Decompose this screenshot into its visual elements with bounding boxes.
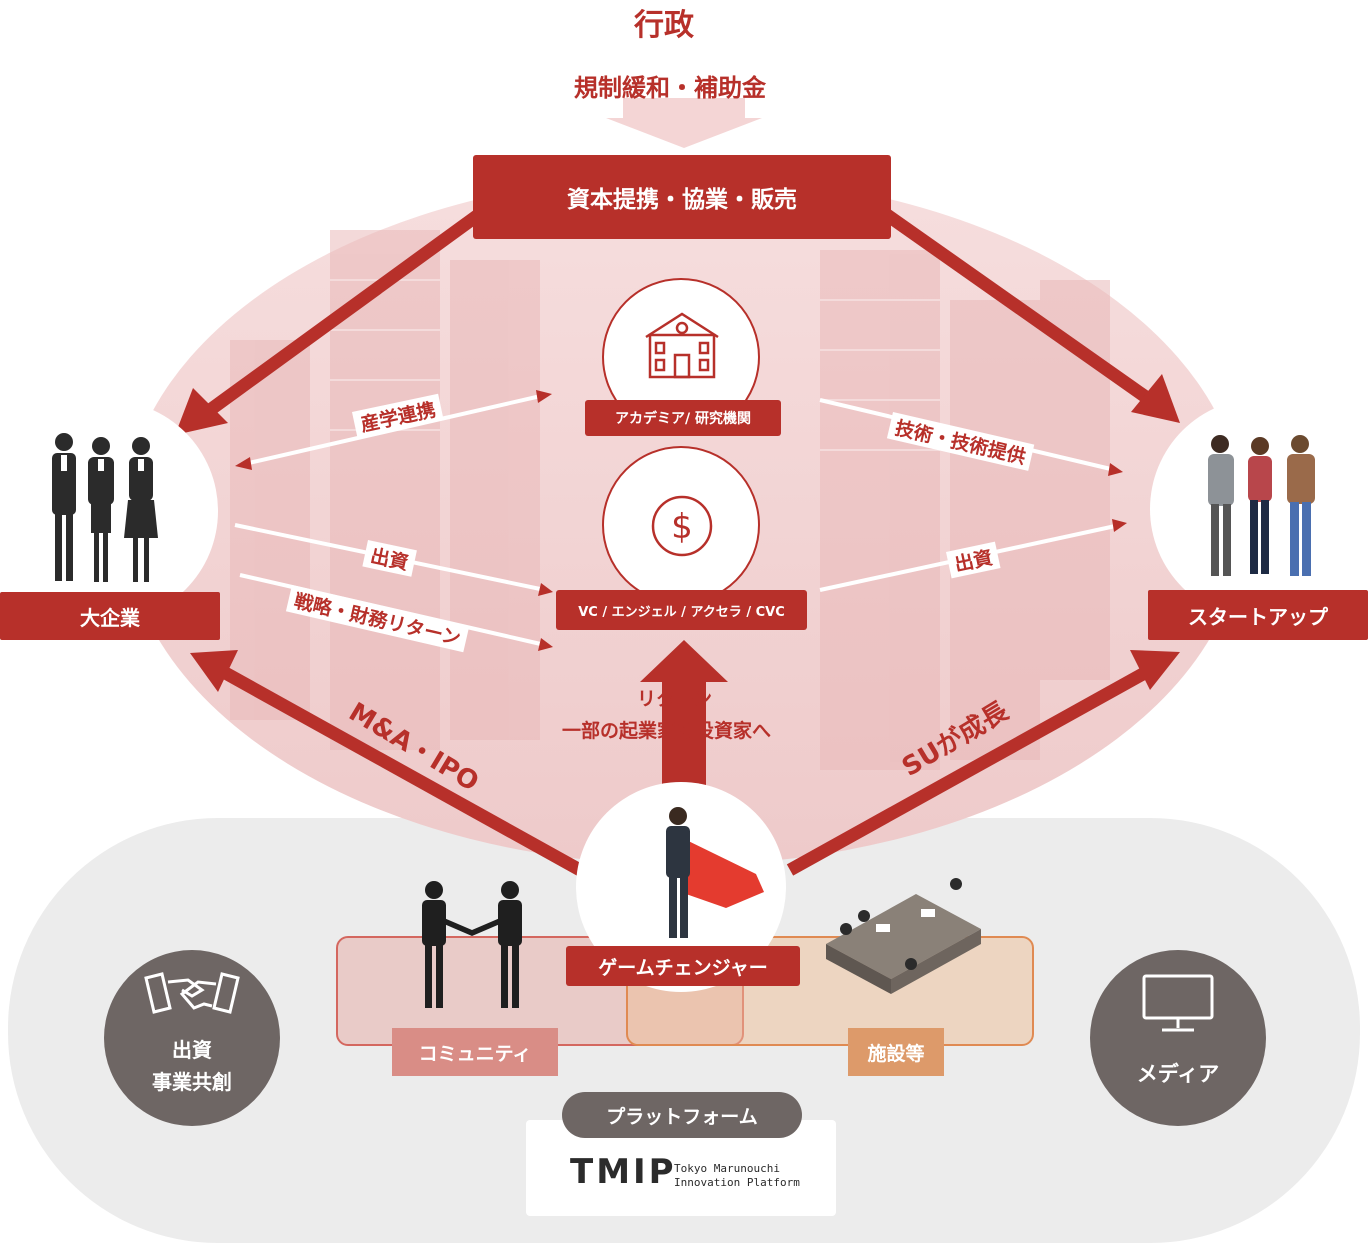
media-label: メディア — [1136, 1062, 1220, 1086]
school-building-icon — [645, 312, 719, 379]
monitor-icon — [1142, 974, 1214, 1032]
investment-label: 出資 — [172, 1038, 212, 1062]
facilities-label: 施設等 — [848, 1028, 944, 1076]
return-label: リターン — [637, 688, 713, 710]
startup-people-icon — [1208, 435, 1315, 576]
government-title: 行政 — [634, 8, 694, 43]
community-label: コミュニティ — [392, 1028, 558, 1076]
superhero-icon — [666, 807, 764, 938]
tmip-logo-line1: Tokyo Marunouchi — [674, 1162, 780, 1175]
regulation-subsidy-label: 規制緩和・補助金 — [574, 74, 766, 102]
tmip-logo-line2: Innovation Platform — [674, 1176, 800, 1189]
vc-label: VC / エンジェル / アクセラ / CVC — [556, 590, 807, 630]
regulation-arrow — [606, 98, 762, 148]
vc-circle: $ — [602, 446, 760, 604]
business-people-icon — [52, 433, 158, 582]
large-company-label: 大企業 — [0, 592, 220, 640]
cocreation-label: 事業共創 — [152, 1070, 232, 1094]
media-circle: メディア — [1090, 950, 1266, 1126]
academia-label: アカデミア/ 研究機関 — [585, 400, 781, 436]
game-changer-label: ゲームチェンジャー — [566, 946, 800, 986]
capital-alliance-box: 資本提携・協業・販売 — [473, 155, 891, 239]
handshake-icon — [144, 972, 240, 1014]
startup-label: スタートアップ — [1148, 590, 1368, 640]
meeting-table-icon — [826, 878, 981, 994]
entrepreneur-investor-label: 一部の起業家は投資家へ — [562, 720, 772, 742]
dollar-icon: $ — [651, 495, 713, 557]
svg-text:$: $ — [671, 507, 693, 547]
platform-label: プラットフォーム — [562, 1092, 802, 1138]
tmip-logo: TMIP — [570, 1152, 677, 1192]
large-company-circle — [0, 400, 218, 622]
buildings-decoration — [230, 230, 1110, 770]
startup-circle — [1150, 398, 1368, 620]
investment-cocreation-circle: 出資 事業共創 — [104, 950, 280, 1126]
handshake-people-icon — [422, 881, 522, 1008]
